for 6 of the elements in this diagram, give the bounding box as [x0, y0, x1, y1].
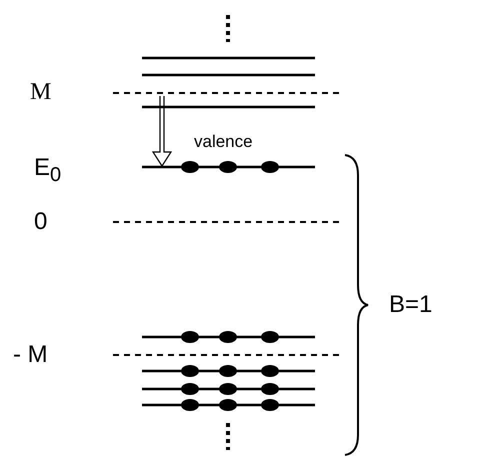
bracket-label: B=1 — [389, 293, 432, 317]
level-label: 0 — [34, 210, 48, 234]
level-label: E$_{0}$ — [34, 156, 62, 185]
level-label: valence — [194, 133, 253, 150]
level-label: - M — [13, 343, 48, 367]
level-label: M — [30, 80, 52, 104]
